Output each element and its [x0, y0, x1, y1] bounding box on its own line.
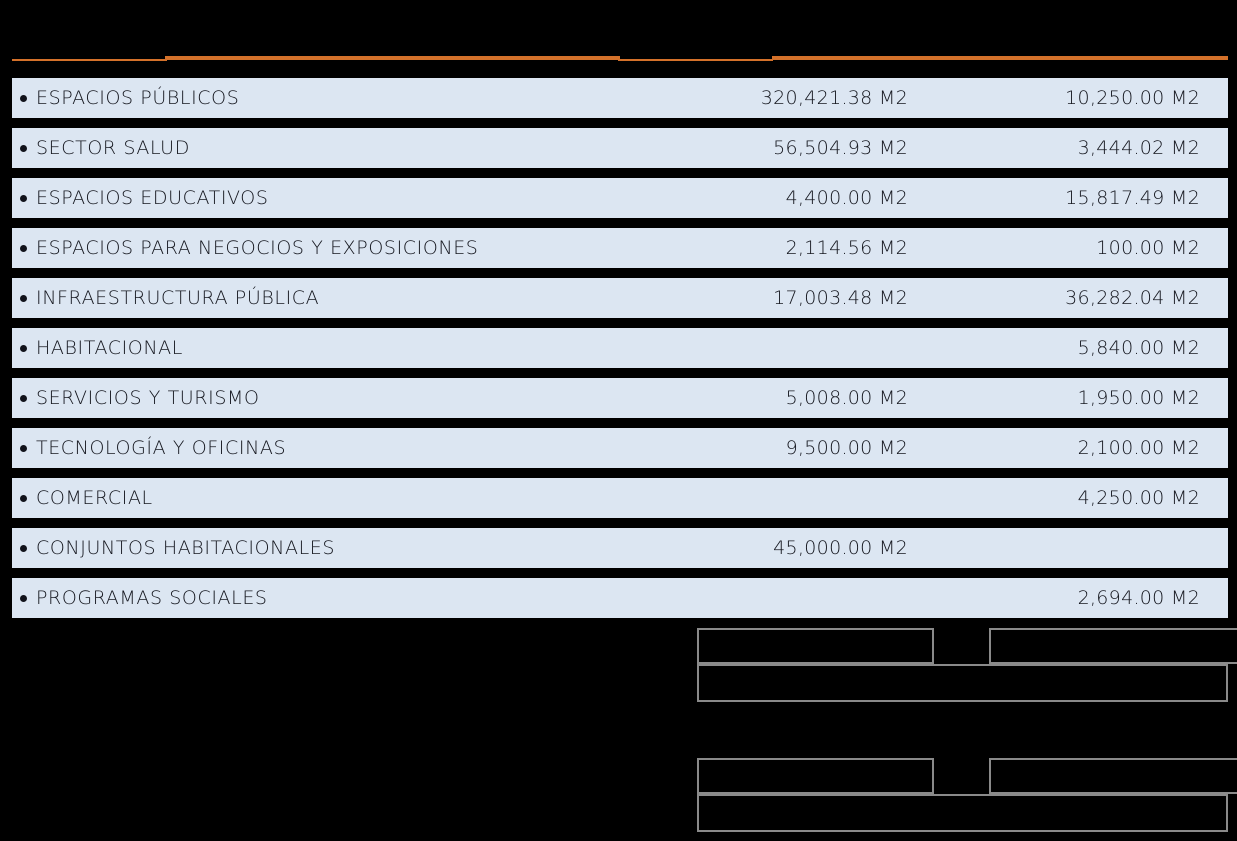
- bullet-icon: [20, 244, 27, 252]
- row-label-text: HABITACIONAL: [36, 337, 183, 359]
- row-value-middle: 4,400.00 M2: [785, 187, 908, 209]
- row-label-text: SERVICIOS Y TURISMO: [36, 387, 260, 409]
- bullet-icon: [20, 444, 27, 452]
- frame-box-lower-right[interactable]: [989, 758, 1237, 794]
- table-row[interactable]: SERVICIOS Y TURISMO 5,008.00 M2 1,950.00 M…: [12, 378, 1228, 418]
- row-value-right: 36,282.04 M2: [1065, 287, 1200, 309]
- row-value-right: 1,950.00 M2: [1077, 387, 1200, 409]
- frame-box-lower-left[interactable]: [697, 758, 934, 794]
- row-value-middle: 2,114.56 M2: [785, 237, 908, 259]
- row-value-middle: 45,000.00 M2: [773, 537, 908, 559]
- row-label-text: SECTOR SALUD: [36, 137, 190, 159]
- row-label-cell: ESPACIOS PÚBLICOS: [12, 87, 700, 109]
- row-label-cell: ESPACIOS PARA NEGOCIOS Y EXPOSICIONES: [12, 237, 700, 259]
- row-label-text: CONJUNTOS HABITACIONALES: [36, 537, 336, 559]
- row-value-middle: 5,008.00 M2: [785, 387, 908, 409]
- row-label-cell: PROGRAMAS SOCIALES: [12, 587, 700, 609]
- table-row[interactable]: ESPACIOS EDUCATIVOS 4,400.00 M2 15,817.49 …: [12, 178, 1228, 218]
- table-row[interactable]: COMERCIAL 4,250.00 M2: [12, 478, 1228, 518]
- frame-box-upper-left[interactable]: [697, 628, 934, 664]
- bullet-icon: [20, 394, 27, 402]
- row-value-right: 2,694.00 M2: [1077, 587, 1200, 609]
- frame-box-upper-bottom[interactable]: [697, 664, 1228, 702]
- table-row[interactable]: HABITACIONAL 5,840.00 M2: [12, 328, 1228, 368]
- orange-rule-segment-3: [618, 59, 773, 61]
- row-value-right: 3,444.02 M2: [1077, 137, 1200, 159]
- row-label-text: COMERCIAL: [36, 487, 153, 509]
- table-row[interactable]: ESPACIOS PARA NEGOCIOS Y EXPOSICIONES 2,1…: [12, 228, 1228, 268]
- bullet-icon: [20, 194, 27, 202]
- row-value-right: 4,250.00 M2: [1077, 487, 1200, 509]
- row-label-cell: SERVICIOS Y TURISMO: [12, 387, 700, 409]
- orange-rule-segment-4: [772, 56, 1228, 60]
- orange-rule-segment-1: [12, 59, 167, 61]
- table-row[interactable]: TECNOLOGÍA Y OFICINAS 9,500.00 M2 2,100.00…: [12, 428, 1228, 468]
- row-label-text: INFRAESTRUCTURA PÚBLICA: [36, 287, 320, 309]
- row-label-cell: TECNOLOGÍA Y OFICINAS: [12, 437, 700, 459]
- row-value-middle: 320,421.38 M2: [760, 87, 908, 109]
- frame-box-upper-right[interactable]: [989, 628, 1237, 664]
- row-label-cell: SECTOR SALUD: [12, 137, 700, 159]
- row-label-text: ESPACIOS PARA NEGOCIOS Y EXPOSICIONES: [36, 237, 479, 259]
- orange-rule-segment-2: [165, 56, 620, 60]
- row-label-cell: COMERCIAL: [12, 487, 700, 509]
- table-row[interactable]: PROGRAMAS SOCIALES 2,694.00 M2: [12, 578, 1228, 618]
- row-label-cell: HABITACIONAL: [12, 337, 700, 359]
- table-row[interactable]: INFRAESTRUCTURA PÚBLICA 17,003.48 M2 36,28…: [12, 278, 1228, 318]
- table-row[interactable]: CONJUNTOS HABITACIONALES 45,000.00 M2: [12, 528, 1228, 568]
- row-label-cell: ESPACIOS EDUCATIVOS: [12, 187, 700, 209]
- table-row[interactable]: ESPACIOS PÚBLICOS 320,421.38 M2 10,250.00 …: [12, 78, 1228, 118]
- bullet-icon: [20, 144, 27, 152]
- row-label-text: PROGRAMAS SOCIALES: [36, 587, 268, 609]
- row-label-text: ESPACIOS EDUCATIVOS: [36, 187, 269, 209]
- bullet-icon: [20, 344, 27, 352]
- bullet-icon: [20, 494, 27, 502]
- row-value-right: 100.00 M2: [1096, 237, 1200, 259]
- row-label-text: TECNOLOGÍA Y OFICINAS: [36, 437, 287, 459]
- row-label-cell: INFRAESTRUCTURA PÚBLICA: [12, 287, 700, 309]
- row-label-text: ESPACIOS PÚBLICOS: [36, 87, 240, 109]
- bullet-icon: [20, 294, 27, 302]
- bullet-icon: [20, 594, 27, 602]
- row-value-middle: 17,003.48 M2: [773, 287, 908, 309]
- row-label-cell: CONJUNTOS HABITACIONALES: [12, 537, 700, 559]
- table-row[interactable]: SECTOR SALUD 56,504.93 M2 3,444.02 M2: [12, 128, 1228, 168]
- frame-box-lower-bottom[interactable]: [697, 794, 1228, 832]
- row-value-right: 10,250.00 M2: [1065, 87, 1200, 109]
- row-value-right: 2,100.00 M2: [1077, 437, 1200, 459]
- row-value-middle: 56,504.93 M2: [773, 137, 908, 159]
- area-summary-table: ESPACIOS PÚBLICOS 320,421.38 M2 10,250.00 …: [12, 78, 1228, 628]
- row-value-right: 5,840.00 M2: [1077, 337, 1200, 359]
- bullet-icon: [20, 94, 27, 102]
- bullet-icon: [20, 544, 27, 552]
- row-value-middle: 9,500.00 M2: [785, 437, 908, 459]
- row-value-right: 15,817.49 M2: [1065, 187, 1200, 209]
